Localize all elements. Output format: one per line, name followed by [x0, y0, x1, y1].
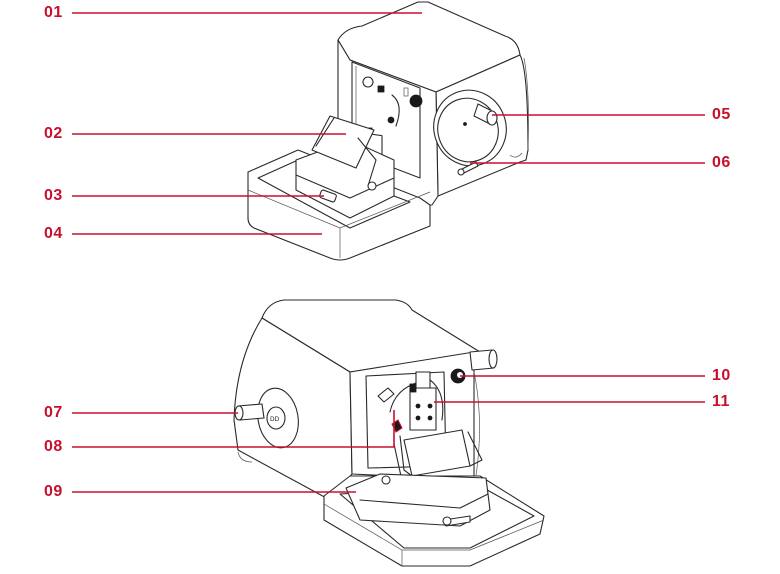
microtome-top-illustration: [247, 1, 529, 261]
callout-01: 01: [44, 4, 63, 21]
callout-03: 03: [44, 187, 63, 204]
microtome-bottom-illustration: DD: [233, 299, 545, 567]
callout-05: 05: [712, 106, 731, 123]
callout-04: 04: [44, 225, 63, 242]
callout-09: 09: [44, 483, 63, 500]
callout-10: 10: [712, 367, 731, 384]
callout-08: 08: [44, 438, 63, 455]
svg-text:DD: DD: [270, 416, 280, 423]
callout-06: 06: [712, 154, 731, 171]
callout-11: 11: [712, 393, 730, 410]
leader-lines: [72, 12, 705, 493]
callout-07: 07: [44, 404, 63, 421]
callout-02: 02: [44, 125, 63, 142]
leader-08: [72, 410, 395, 448]
